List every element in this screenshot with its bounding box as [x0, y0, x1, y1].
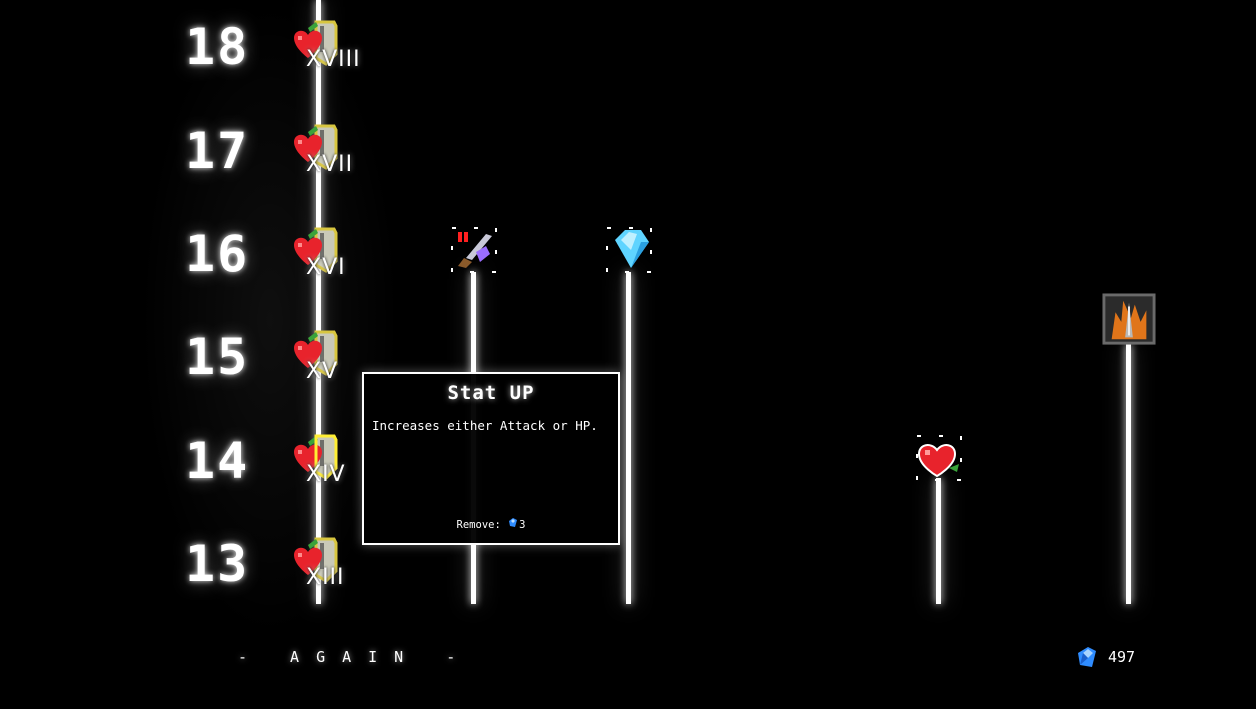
floor-roman-numeral: XVI	[306, 255, 346, 280]
floor-number: 15	[185, 328, 250, 386]
floor-number: 16	[185, 225, 250, 283]
remove-cost-value: 3	[519, 519, 526, 531]
gem-amount: 497	[1108, 648, 1136, 666]
floor-roman-numeral: XIII	[306, 565, 345, 590]
floor-number: 18	[185, 18, 250, 76]
heart-icon[interactable]	[911, 430, 967, 486]
sword-rune-icon[interactable]	[446, 222, 502, 278]
floor-roman-numeral: XIV	[306, 462, 346, 487]
remove-label: Remove:	[456, 519, 501, 531]
floor-roman-numeral: XVII	[306, 152, 354, 177]
floor-number: 13	[185, 535, 250, 593]
tooltip-title: Stat UP	[447, 382, 535, 404]
path-line-4	[1126, 344, 1131, 604]
floor-roman-numeral: XVIII	[306, 47, 361, 72]
blue-gem-icon	[509, 518, 518, 527]
remove-cost[interactable]: Remove: 3	[364, 517, 618, 531]
tooltip-description: Increases either Attack or HP.	[372, 418, 598, 433]
path-line-2	[626, 272, 631, 604]
ice-crystal-icon[interactable]	[601, 222, 657, 278]
column-glow	[140, 0, 400, 640]
blue-gem-icon	[1078, 647, 1096, 667]
stat-up-tooltip: Stat UP Increases either Attack or HP. R…	[362, 372, 620, 545]
path-line-3	[936, 478, 941, 604]
flame-blade-icon[interactable]	[1101, 293, 1157, 347]
again-button[interactable]: - AGAIN -	[238, 648, 473, 666]
floor-number: 14	[185, 432, 250, 490]
floor-number: 17	[185, 122, 250, 180]
floor-roman-numeral: XV	[306, 359, 339, 384]
floor-track-line	[316, 0, 321, 604]
stat-up-icon-selected[interactable]	[290, 432, 350, 484]
